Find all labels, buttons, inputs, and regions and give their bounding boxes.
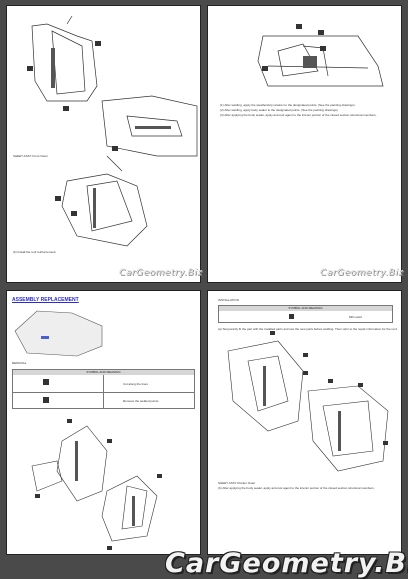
note-2: (2) After welding, apply body sealer to … — [220, 108, 338, 112]
section-heading: ASSEMBLY REPLACEMENT — [12, 297, 79, 303]
footer-step: SHEET ASSY Rocker Outer — [218, 481, 256, 485]
table-header: SYMBOL AND MEANING — [219, 306, 392, 311]
manual-page-1: SHEET ASSY Front Outer (b) Install the r… — [6, 5, 203, 283]
manual-page-4: INSTALLATION SYMBOL AND MEANING MIG weld… — [207, 290, 402, 555]
section-label: INSTALLATION — [218, 298, 239, 302]
car-body-diagram — [14, 310, 162, 550]
site-watermark: CarGeometry.Biz — [165, 548, 408, 579]
table-row: MIG weld — [349, 315, 362, 319]
footer-step: SHEET ASSY Front Outer — [13, 154, 48, 158]
table-row-1: Cut along the lines — [123, 382, 148, 386]
rocker-panel-diagram — [257, 24, 384, 87]
manual-page-2: (1) After welding, apply the weatherstri… — [207, 5, 404, 283]
symbol-table: SYMBOL AND MEANING MIG weld — [218, 305, 393, 323]
mig-weld-icon — [289, 314, 294, 319]
manual-page-3: ASSEMBLY REPLACEMENT REMOVAL SYMBOL AND … — [6, 290, 201, 555]
table-header: SYMBOL AND MEANING — [13, 370, 194, 375]
weld-symbol-icon — [43, 397, 49, 403]
page-note: (b) Install the roof reinforcement. — [13, 250, 57, 254]
table-row-2: Remove the welded points — [123, 399, 159, 403]
footer-note: (b) After applying the body sealer, appl… — [218, 486, 375, 490]
rocker-install-diagram — [227, 331, 389, 472]
note-1: (1) After welding, apply the weatherstri… — [220, 103, 355, 107]
page-watermark: CarGeometry.Biz — [320, 268, 404, 278]
symbol-table: SYMBOL AND MEANING Cut along the lines R… — [12, 369, 195, 409]
note-3: (3) After applying the body sealer, appl… — [220, 113, 377, 117]
page-watermark: CarGeometry.Biz — [119, 268, 203, 278]
page-note: (a) Temporarily fit the part with the in… — [218, 327, 398, 331]
section-label: REMOVAL — [12, 361, 27, 365]
warning-icon — [43, 379, 49, 385]
body-pillar-diagram — [27, 15, 198, 247]
